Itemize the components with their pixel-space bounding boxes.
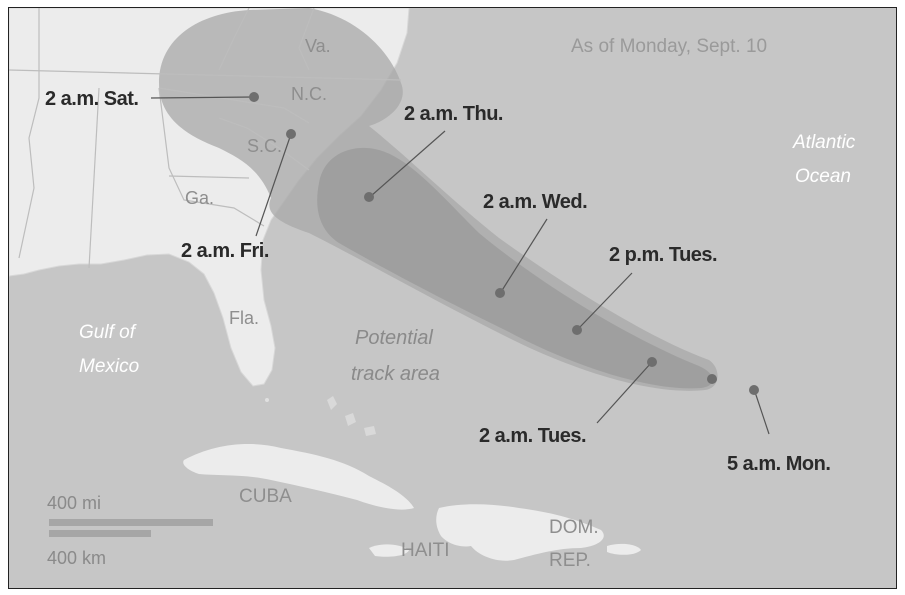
forecast-label-thu: 2 a.m. Thu.: [404, 103, 503, 125]
leader-sat: [150, 96, 255, 99]
point-tue-2am: [647, 357, 657, 367]
scale-bar-miles: [49, 519, 213, 526]
forecast-label-tue-pm: 2 p.m. Tues.: [609, 244, 717, 266]
forecast-points: [249, 92, 759, 395]
forecast-label-sat: 2 a.m. Sat.: [45, 88, 138, 110]
leader-mon: [754, 391, 770, 435]
track-area-label-1: Potential: [355, 327, 433, 349]
leader-wed: [500, 218, 548, 293]
state-borders: [9, 8, 402, 269]
point-thu-2am: [364, 192, 374, 202]
keys-dot: [265, 398, 269, 402]
leader-tue-pm: [578, 272, 633, 329]
state-label-va: Va.: [305, 36, 331, 56]
cone-inner: [317, 147, 713, 389]
storm-track-map: As of Monday, Sept. 10 Atlantic Ocean Gu…: [8, 7, 897, 589]
state-label-sc: S.C.: [247, 136, 282, 156]
leader-tue-am: [596, 362, 652, 424]
point-wed-2am: [495, 288, 505, 298]
date-note: As of Monday, Sept. 10: [571, 36, 767, 57]
hispaniola-island: [436, 504, 604, 561]
gulf-label-1: Gulf of: [79, 322, 137, 343]
forecast-label-wed: 2 a.m. Wed.: [483, 191, 587, 213]
forecast-label-fri: 2 a.m. Fri.: [181, 240, 269, 262]
state-label-fla: Fla.: [229, 308, 259, 328]
leader-thu: [370, 130, 446, 197]
country-label-rep: REP.: [549, 550, 591, 571]
state-label-nc: N.C.: [291, 84, 327, 104]
forecast-label-tue-am: 2 a.m. Tues.: [479, 425, 586, 447]
scale-label-miles: 400 mi: [47, 493, 101, 513]
atlantic-ocean-label-2: Ocean: [795, 166, 851, 187]
leader-lines: [150, 96, 770, 435]
point-mon-5am-track: [707, 374, 717, 384]
forecast-label-mon: 5 a.m. Mon.: [727, 453, 830, 475]
point-tue-2pm: [572, 325, 582, 335]
puerto-rico-island: [607, 543, 641, 555]
atlantic-ocean-label-1: Atlantic: [792, 132, 856, 153]
country-label-cuba: CUBA: [239, 486, 292, 507]
point-mon-5am: [749, 385, 759, 395]
scale-bar-km: [49, 530, 151, 537]
country-label-haiti: HAITI: [401, 540, 450, 561]
jamaica-island: [369, 544, 409, 557]
leader-fri: [255, 133, 292, 237]
state-label-ga: Ga.: [185, 188, 214, 208]
track-area-label-2: track area: [351, 363, 440, 385]
cuba-island: [183, 444, 414, 510]
point-fri-2am: [286, 129, 296, 139]
map-canvas: As of Monday, Sept. 10 Atlantic Ocean Gu…: [9, 8, 896, 588]
scale-label-km: 400 km: [47, 548, 106, 568]
country-label-dom: DOM.: [549, 517, 599, 538]
bahamas-islands: [327, 396, 376, 436]
point-sat-2am: [249, 92, 259, 102]
gulf-label-2: Mexico: [79, 356, 139, 377]
scale-bar: [49, 519, 213, 537]
